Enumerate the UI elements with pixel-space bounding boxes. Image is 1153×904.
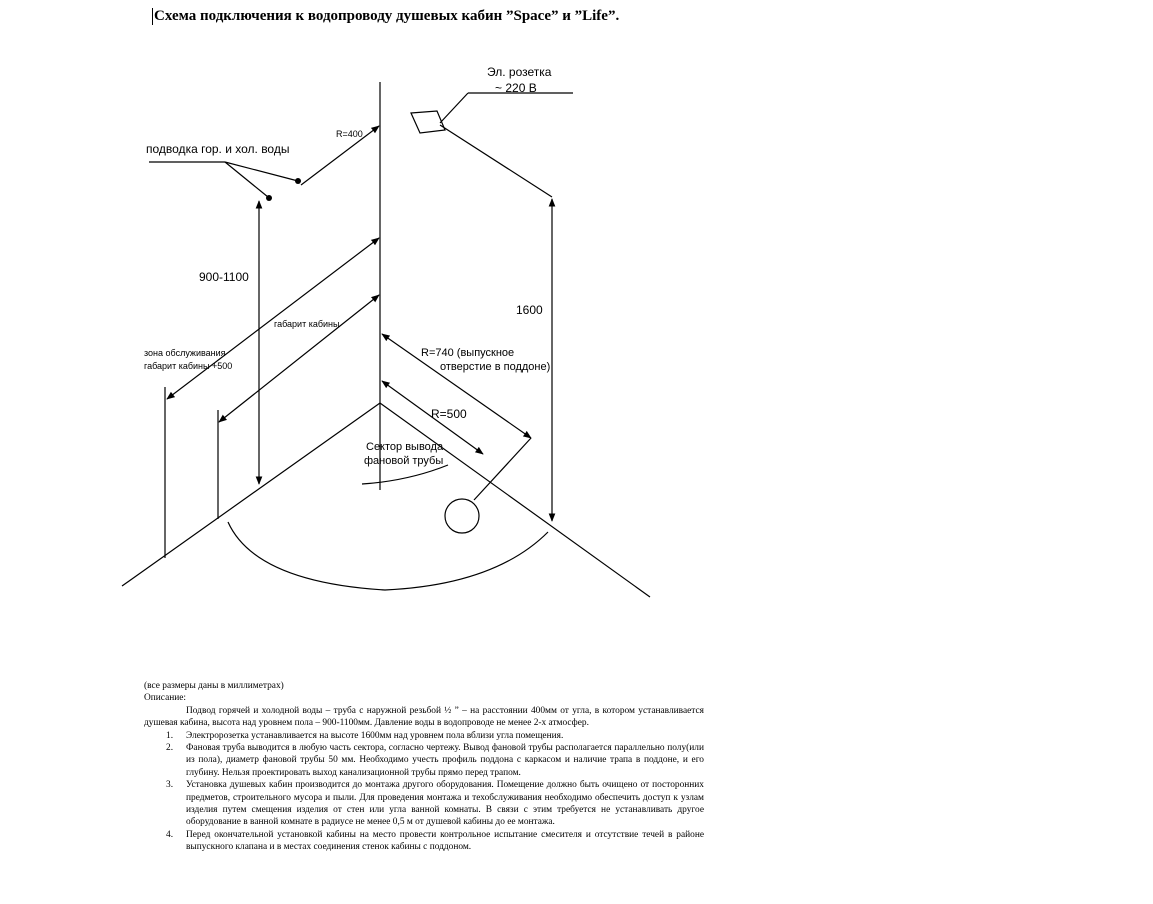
floor-left-line: [121, 402, 381, 587]
socket-leader-c: [439, 124, 553, 198]
drain-leader: [473, 437, 532, 501]
list-item: 1. Электророзетка устанавливается на высо…: [144, 730, 704, 742]
r740-label-1: R=740 (выпускное: [421, 347, 514, 359]
socket-leader-a: [439, 92, 469, 124]
description-heading: Описание:: [144, 693, 187, 704]
list-item-number: 3.: [166, 780, 174, 791]
height-1600-label: 1600: [516, 303, 543, 317]
description-intro: Подвод горячей и холодной воды – труба с…: [144, 705, 704, 729]
dim-cabin-long: [166, 237, 380, 400]
list-item-number: 2.: [166, 743, 174, 754]
cabin-size-label: габарит кабины: [274, 319, 339, 329]
height-900-1100-label: 900-1100: [199, 270, 249, 284]
water-point-2: [295, 178, 301, 184]
list-item-text: Установка душевых кабин производится до …: [186, 780, 704, 828]
socket-label-1: Эл. розетка: [487, 65, 552, 79]
list-item-text: Фановая труба выводится в любую часть се…: [186, 743, 704, 778]
drain-sector-arc: [361, 464, 449, 485]
water-supply-label: подводка гор. и хол. воды: [146, 142, 289, 156]
units-note: (все размеры даны в миллиметрах): [144, 681, 284, 691]
r500-label: R=500: [431, 407, 467, 421]
list-item-text: Электророзетка устанавливается на высоте…: [186, 730, 564, 741]
floor-right-line: [379, 402, 651, 598]
drain-hole: [444, 498, 480, 534]
list-item: 3. Установка душевых кабин производится д…: [144, 779, 704, 829]
water-point-1: [266, 195, 272, 201]
cabin-arc: [227, 521, 549, 591]
r400-arrow: [300, 125, 380, 186]
socket-label-2: ~ 220 В: [495, 81, 537, 95]
service-zone-label-1: зона обслуживания: [144, 348, 226, 358]
socket-shape: [410, 110, 446, 134]
list-item-text: Перед окончательной установкой кабины на…: [186, 829, 704, 853]
r740-label-2: отверстие в поддоне): [440, 361, 550, 373]
page-title: Схема подключения к водопроводу душевых …: [152, 8, 620, 25]
list-item: 2. Фановая труба выводится в любую часть …: [144, 742, 704, 779]
description-list: 1. Электророзетка устанавливается на высо…: [144, 730, 704, 854]
dim-r500: [381, 380, 484, 455]
drain-sector-label-2: фановой трубы: [364, 455, 443, 467]
list-item-number: 4.: [166, 829, 174, 840]
r400-label: R=400: [336, 129, 363, 139]
service-zone-label-2: габарит кабины +500: [144, 361, 232, 371]
list-item: 4. Перед окончательной установкой кабины …: [144, 829, 704, 854]
water-leader-a: [224, 161, 269, 198]
water-leader-b: [224, 161, 299, 182]
list-item-number: 1.: [166, 730, 174, 741]
description-block: (все размеры даны в миллиметрах) Описани…: [144, 680, 704, 854]
dim-cabin-short: [218, 294, 380, 423]
drain-sector-label-1: Сектор вывода: [366, 441, 444, 453]
